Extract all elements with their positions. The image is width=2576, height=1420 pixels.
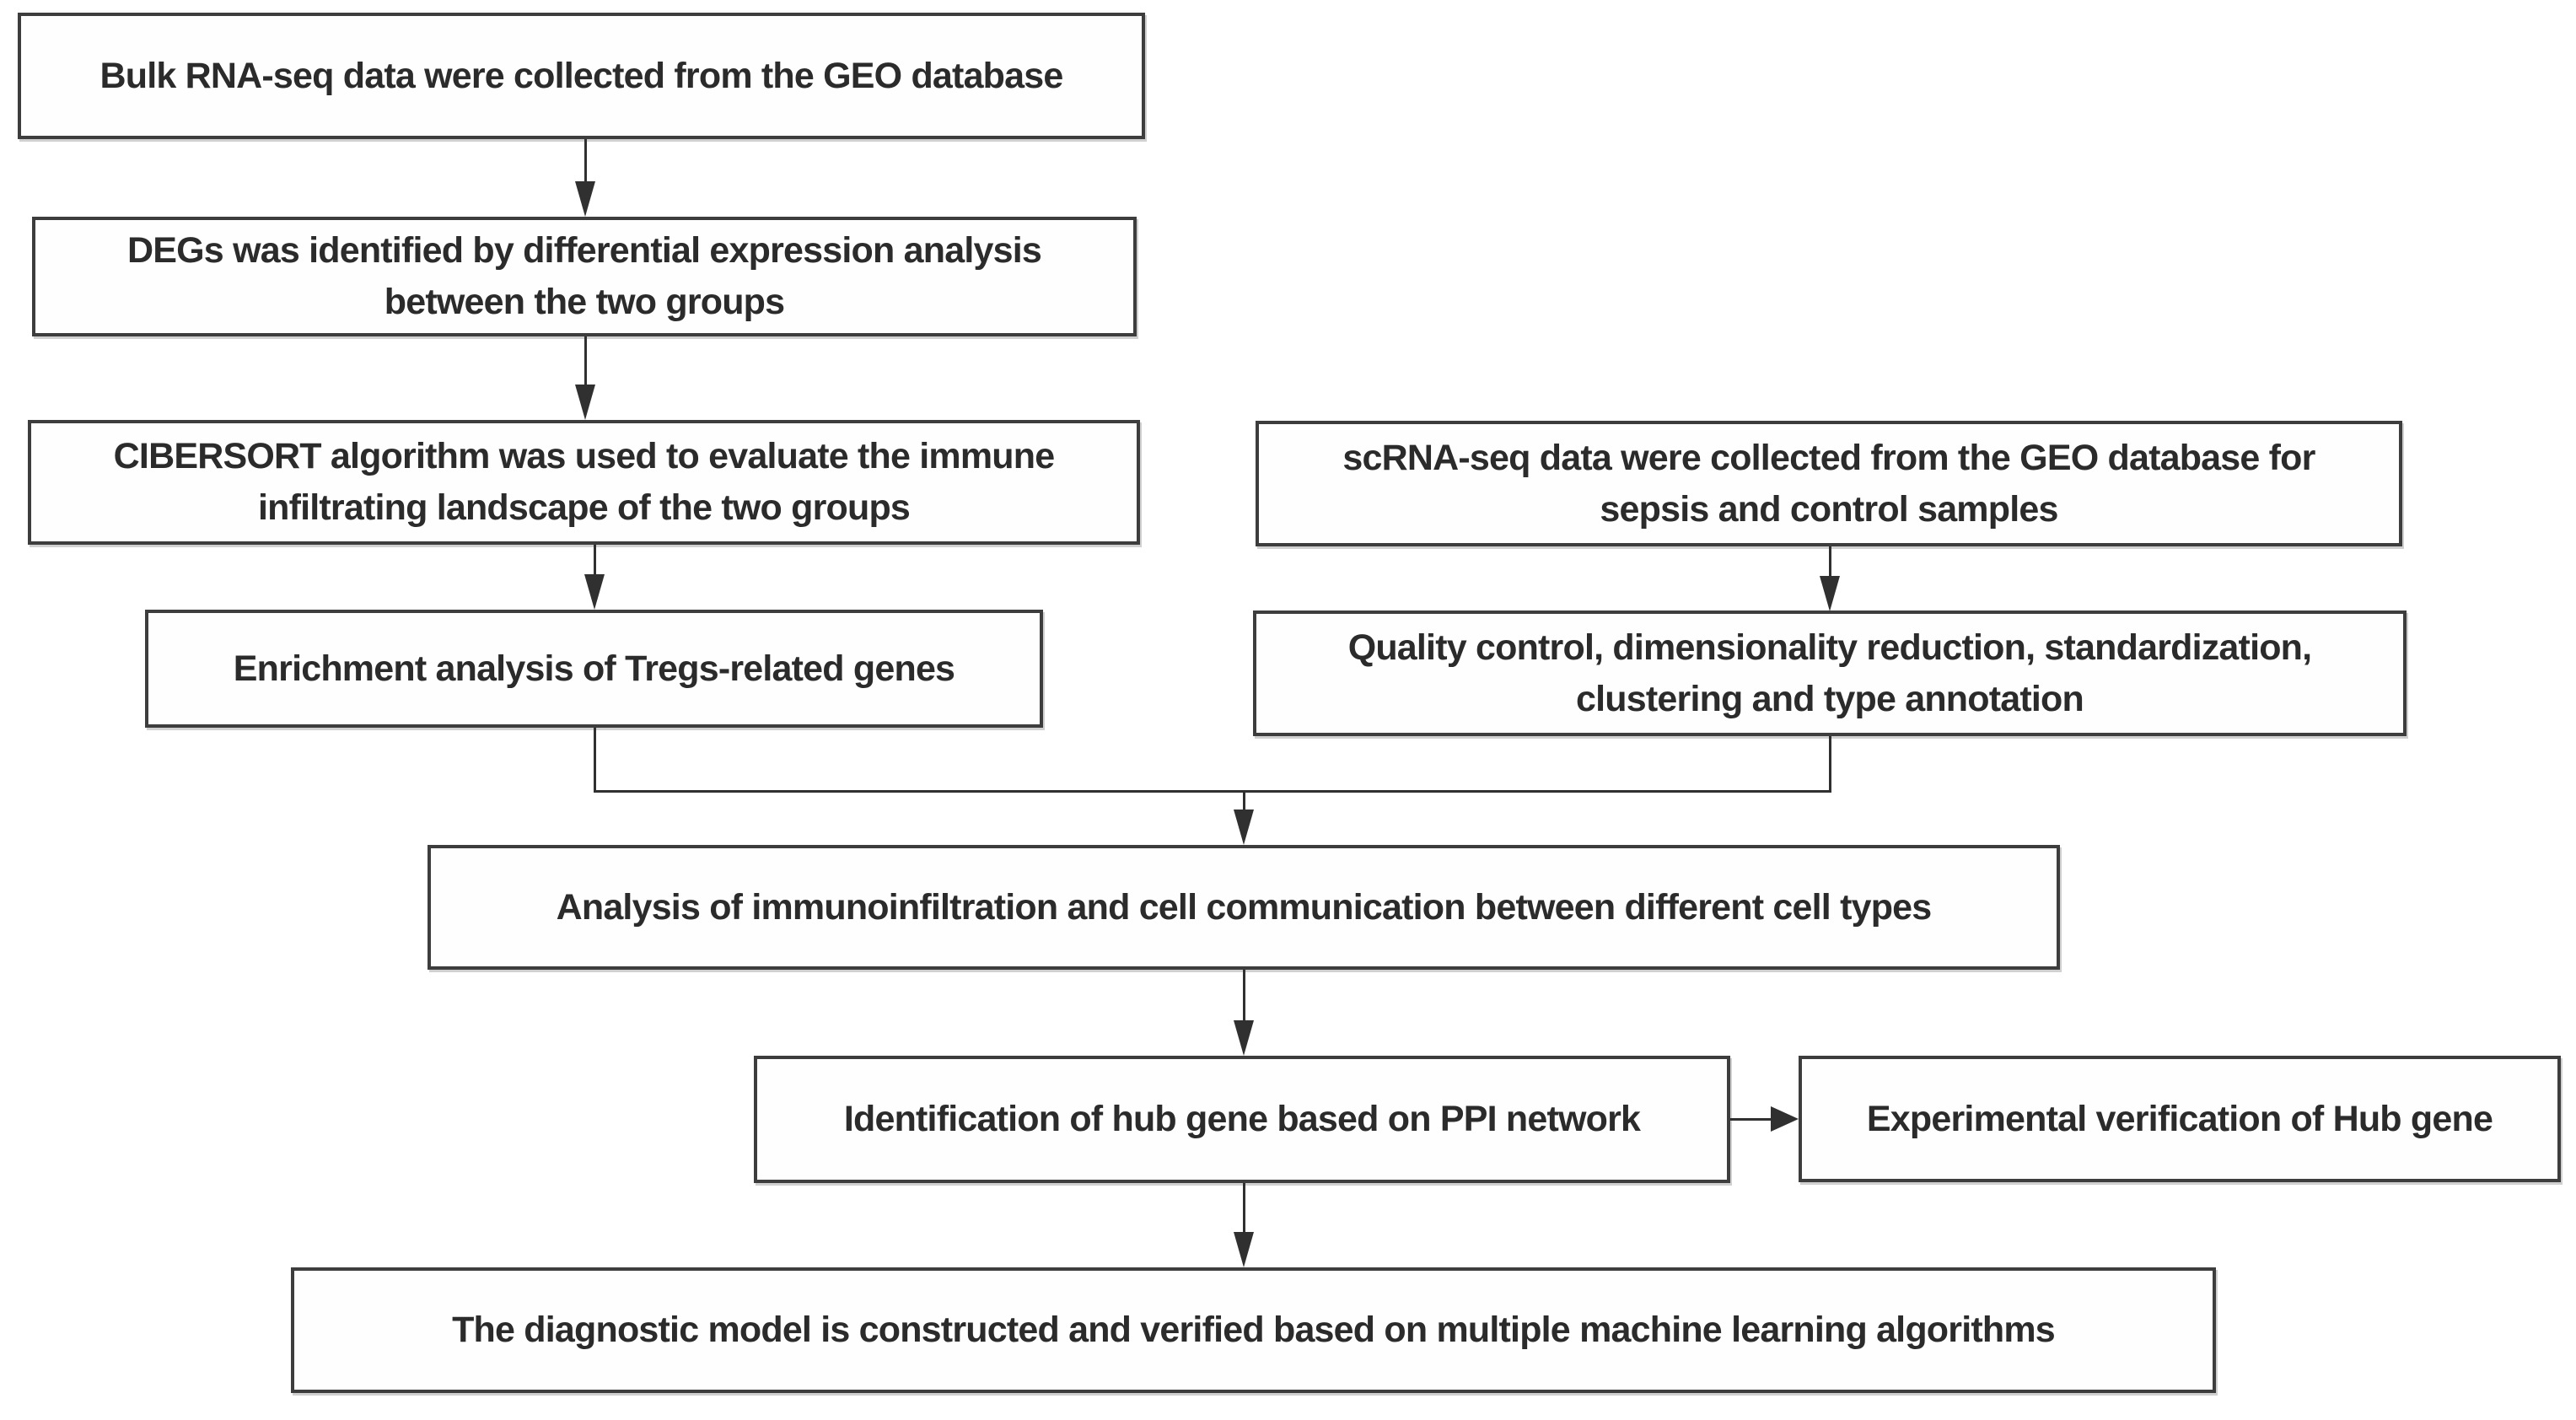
box-text-line: infiltrating landscape of the two groups xyxy=(257,487,911,528)
box-cibersort: CIBERSORT algorithm was used to evaluate… xyxy=(28,420,1140,545)
arrow-head-down-icon xyxy=(575,181,595,217)
box-diagnostic-model: The diagnostic model is constructed and … xyxy=(291,1267,2216,1393)
box-text-line: Identification of hub gene based on PPI … xyxy=(843,1099,1641,1139)
box-text-line: scRNA-seq data were collected from the G… xyxy=(1342,437,2315,478)
box-experimental-verification: Experimental verification of Hub gene xyxy=(1799,1056,2561,1182)
box-degs: DEGs was identified by differential expr… xyxy=(32,217,1137,336)
arrow-head-down-icon xyxy=(575,385,595,420)
arrow-stem xyxy=(584,139,587,186)
arrow-stem xyxy=(1730,1118,1774,1121)
arrow-head-right-icon xyxy=(1771,1106,1799,1132)
arrow-stem xyxy=(584,336,587,389)
arrow-stem xyxy=(1829,546,1831,580)
box-quality-control: Quality control, dimensionality reductio… xyxy=(1253,610,2407,736)
box-enrichment: Enrichment analysis of Tregs-related gen… xyxy=(145,610,1043,728)
arrow-stem xyxy=(1243,1183,1245,1238)
arrow-head-down-icon xyxy=(1820,576,1840,611)
box-text-line: The diagnostic model is constructed and … xyxy=(452,1310,2056,1350)
arrow-stem xyxy=(1243,790,1245,815)
arrow-head-down-icon xyxy=(1234,1020,1254,1056)
box-text-line: Analysis of immunoinfiltration and cell … xyxy=(556,886,1933,928)
box-text-line: CIBERSORT algorithm was used to evaluate… xyxy=(113,436,1055,476)
arrow-head-down-icon xyxy=(1234,1232,1254,1267)
arrow-head-down-icon xyxy=(1234,810,1254,845)
connector-line-horizontal xyxy=(594,790,1831,793)
box-text-line: between the two groups xyxy=(384,282,785,322)
box-bulk-rnaseq: Bulk RNA-seq data were collected from th… xyxy=(18,13,1145,139)
box-text-line: sepsis and control samples xyxy=(1600,488,2058,530)
box-hub-gene-ppi: Identification of hub gene based on PPI … xyxy=(754,1056,1730,1183)
box-text-line: Experimental verification of Hub gene xyxy=(1866,1098,2493,1139)
box-text-line: DEGs was identified by differential expr… xyxy=(127,230,1042,271)
box-scrnaseq: scRNA-seq data were collected from the G… xyxy=(1256,421,2402,546)
box-text-line: Quality control, dimensionality reductio… xyxy=(1347,627,2312,668)
arrow-stem xyxy=(1243,970,1245,1025)
box-text-line: clustering and type annotation xyxy=(1576,678,2084,719)
box-immunoinfiltration-analysis: Analysis of immunoinfiltration and cell … xyxy=(428,845,2060,970)
connector-line-left xyxy=(594,728,596,793)
box-text-line: Enrichment analysis of Tregs-related gen… xyxy=(233,648,955,689)
arrow-stem xyxy=(594,545,596,578)
connector-line-right xyxy=(1829,736,1831,793)
box-text-line: Bulk RNA-seq data were collected from th… xyxy=(99,55,1063,96)
arrow-head-down-icon xyxy=(584,574,605,610)
